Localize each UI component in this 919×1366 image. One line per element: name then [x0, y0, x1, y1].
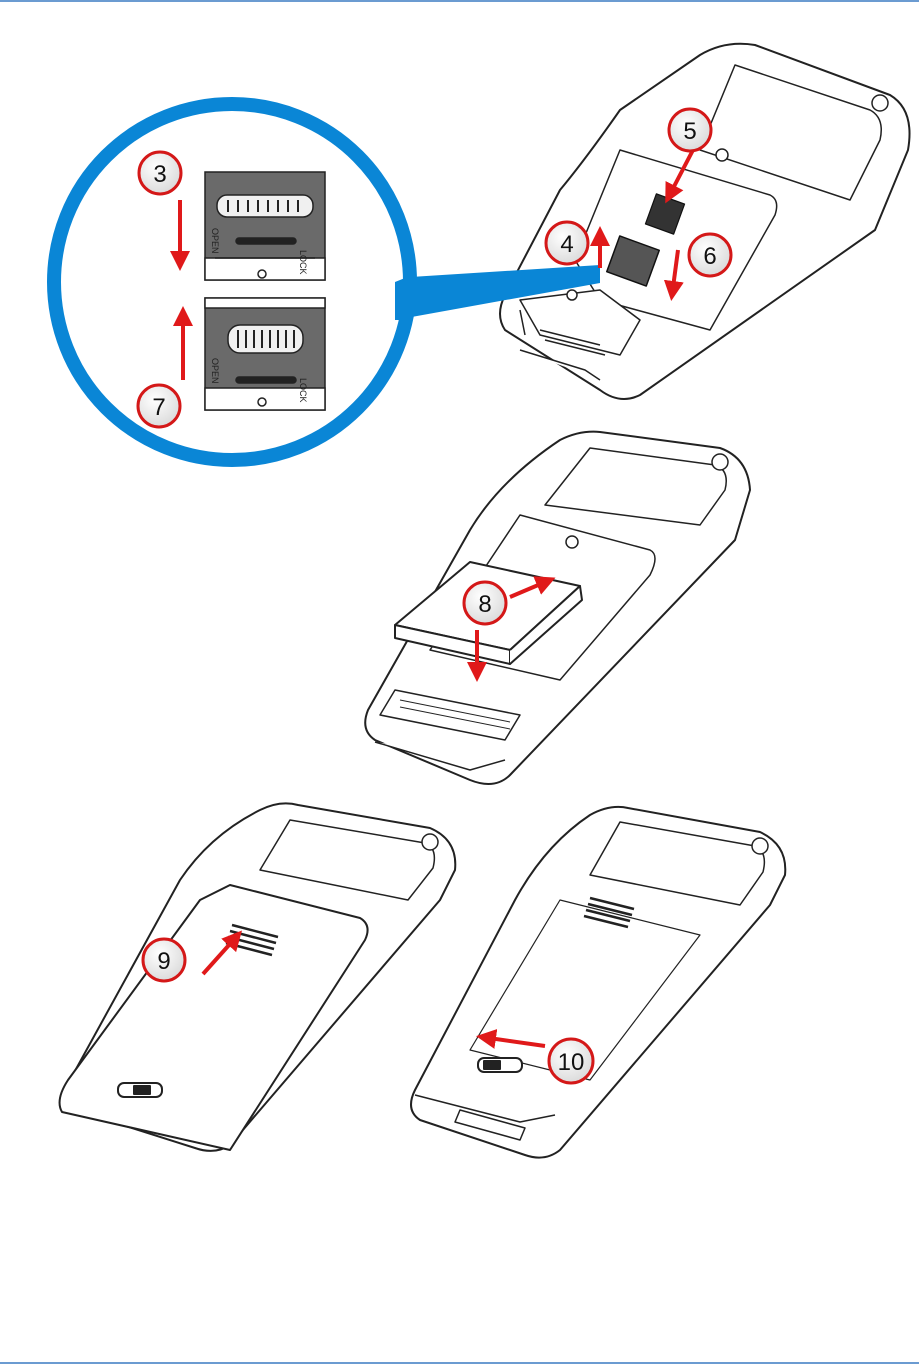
slot-open-label-lower: OPEN: [210, 358, 220, 384]
step-badge-4: 4: [546, 222, 588, 264]
step-badge-6: 6: [689, 234, 731, 276]
slot-lock-label-lower: LOCK: [298, 378, 308, 403]
step-badge-8: 8: [464, 582, 506, 624]
step-badge-5: 5: [669, 109, 711, 151]
step-label: 6: [703, 243, 716, 270]
step-label: 4: [560, 231, 573, 258]
step-badge-10: 10: [549, 1039, 593, 1083]
step-badge-3: 3: [139, 152, 181, 194]
step-badge-9: 9: [143, 939, 185, 981]
slot-lock-label-upper: LOCK: [298, 250, 308, 275]
step-label: 7: [152, 394, 165, 421]
step-label: 8: [478, 591, 491, 618]
step-label: 3: [153, 161, 166, 188]
step-label: 9: [157, 948, 170, 975]
device-icon: [411, 807, 785, 1158]
step-label: 5: [683, 118, 696, 145]
step-badge-7: 7: [138, 385, 180, 427]
slot-open-label-upper: OPEN: [210, 228, 220, 254]
step-label: 10: [558, 1049, 585, 1076]
